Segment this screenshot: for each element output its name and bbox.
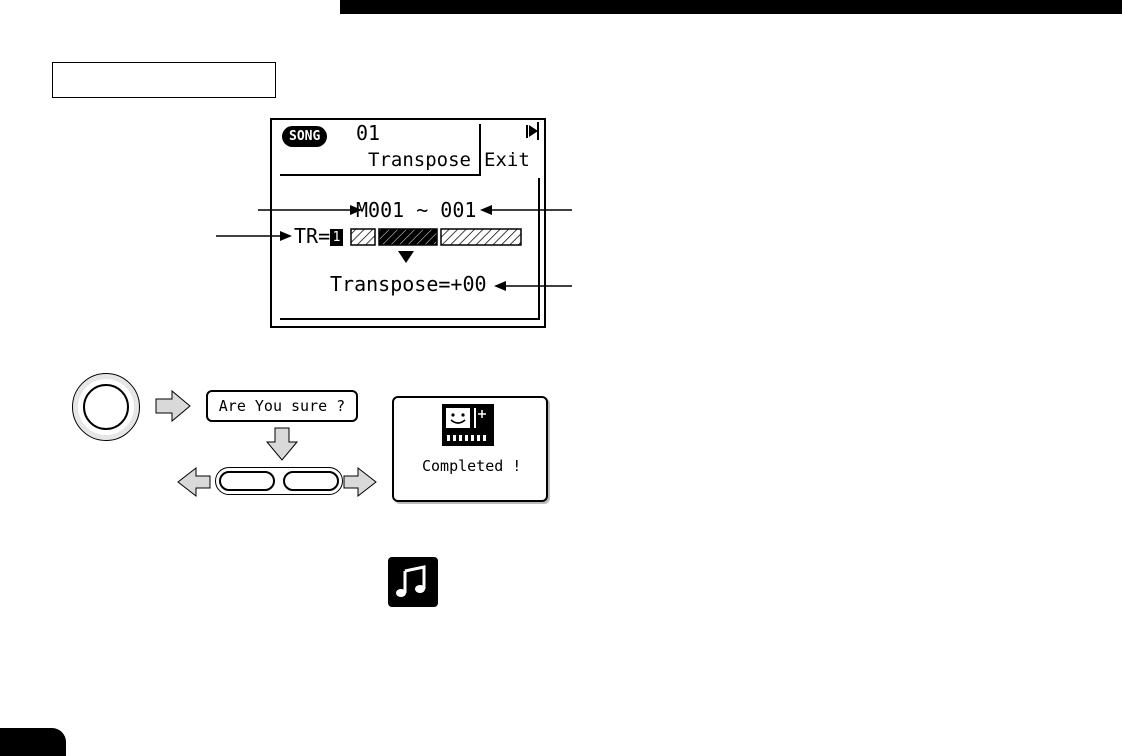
confirm-dialog: Are You sure ? bbox=[206, 390, 358, 422]
yes-no-buttons bbox=[215, 467, 343, 495]
measure-range[interactable]: M001 ~ 001 bbox=[356, 198, 477, 222]
yes-button[interactable] bbox=[283, 471, 339, 491]
label-box bbox=[52, 62, 276, 98]
music-note-icon bbox=[388, 557, 438, 607]
lcd-scrollbar bbox=[538, 178, 540, 318]
arrow-right-2 bbox=[343, 466, 377, 498]
exit-button[interactable]: Exit bbox=[484, 149, 530, 171]
track-bar bbox=[350, 228, 522, 246]
page-marker-icon bbox=[526, 122, 539, 140]
lcd-bottom-rule bbox=[280, 318, 540, 320]
selection-pointer-icon bbox=[398, 251, 414, 263]
lcd-title-rule bbox=[280, 174, 480, 176]
completed-device-icon bbox=[442, 404, 494, 446]
header-bar bbox=[340, 0, 1122, 14]
lcd-divider bbox=[479, 124, 481, 176]
page-number-tab bbox=[0, 728, 66, 756]
song-badge: SONG bbox=[282, 126, 328, 147]
lcd-title: Transpose bbox=[368, 149, 471, 171]
no-button[interactable] bbox=[219, 471, 275, 491]
track-label: TR= bbox=[294, 224, 331, 248]
transpose-value[interactable]: Transpose=+00 bbox=[330, 272, 487, 296]
arrow-right-1 bbox=[155, 389, 191, 423]
completed-dialog bbox=[392, 396, 548, 502]
execute-button-icon[interactable] bbox=[83, 384, 129, 430]
song-number: 01 bbox=[356, 121, 381, 145]
arrow-left bbox=[177, 466, 211, 498]
arrow-down bbox=[265, 427, 299, 461]
lcd-screen: SONG 01 Transpose Exit M001 ~ 001 TR= 1 … bbox=[270, 118, 546, 328]
completed-message: Completed ! bbox=[422, 457, 522, 475]
track-number[interactable]: 1 bbox=[330, 229, 343, 246]
